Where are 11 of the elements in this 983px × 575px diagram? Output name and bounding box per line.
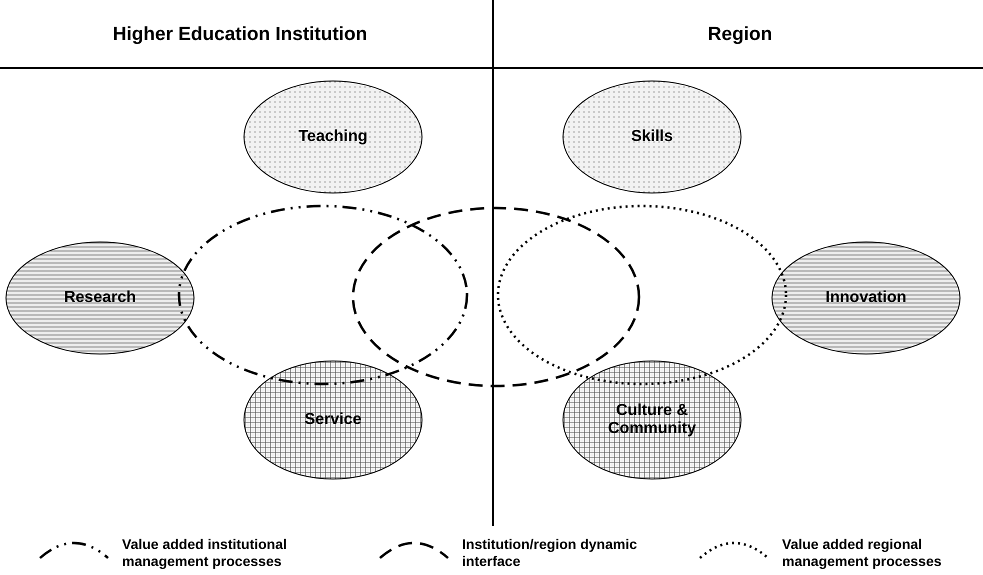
ellipse-label: Research	[62, 289, 138, 307]
ellipse-label: Culture & Community	[607, 402, 697, 438]
legend-text: Value added institutional management processes	[122, 536, 288, 570]
ellipse-label: Skills	[630, 128, 674, 146]
column-heading: Region	[706, 24, 774, 46]
ellipse-label: Innovation	[824, 289, 908, 307]
ellipse-label: Service	[304, 411, 362, 429]
legend-text: Institution/region dynamic interface	[462, 536, 637, 570]
ellipse-label: Teaching	[297, 128, 369, 146]
legend-text: Value added regional management processes	[782, 536, 943, 570]
column-heading: Higher Education Institution	[112, 24, 368, 46]
